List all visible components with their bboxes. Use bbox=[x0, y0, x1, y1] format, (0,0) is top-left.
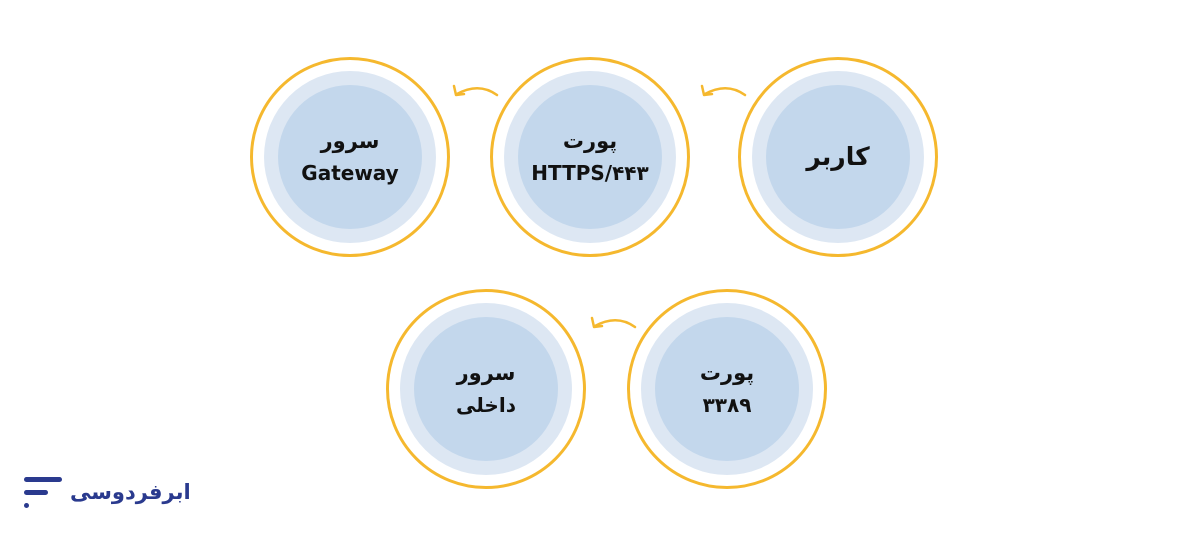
node-ring: پورت ۳۳۸۹ bbox=[641, 303, 813, 475]
internal-node-title: سرور bbox=[456, 361, 516, 386]
node-core: سرور داخلی bbox=[414, 317, 558, 461]
rdp-node-subtitle: ۳۳۸۹ bbox=[702, 392, 752, 417]
node-core: کاربر bbox=[766, 85, 910, 229]
gateway-node-title: سرور bbox=[320, 129, 380, 154]
node-core: پورت HTTPS/۴۴۳ bbox=[518, 85, 662, 229]
brand-name: ابرفردوسی bbox=[70, 480, 191, 504]
https-port-node: پورت HTTPS/۴۴۳ bbox=[490, 57, 690, 257]
arrow-user-to-https bbox=[700, 84, 747, 97]
user-node: کاربر bbox=[738, 57, 938, 257]
arrow-rdp-to-internal bbox=[590, 316, 637, 329]
node-ring: پورت HTTPS/۴۴۳ bbox=[504, 71, 676, 243]
user-node-title: کاربر bbox=[806, 141, 870, 171]
node-ring: کاربر bbox=[752, 71, 924, 243]
node-ring: سرور Gateway bbox=[264, 71, 436, 243]
rdp-node-title: پورت bbox=[699, 361, 755, 386]
gateway-node-subtitle: Gateway bbox=[301, 160, 399, 185]
logo-mark-icon bbox=[24, 477, 62, 508]
https-node-subtitle: HTTPS/۴۴۳ bbox=[531, 160, 649, 185]
arrow-https-to-gateway bbox=[452, 84, 499, 97]
brand-logo: ابرفردوسی bbox=[24, 474, 191, 514]
gateway-server-node: سرور Gateway bbox=[250, 57, 450, 257]
node-core: پورت ۳۳۸۹ bbox=[655, 317, 799, 461]
rdp-port-node: پورت ۳۳۸۹ bbox=[627, 289, 827, 489]
node-ring: سرور داخلی bbox=[400, 303, 572, 475]
internal-server-node: سرور داخلی bbox=[386, 289, 586, 489]
internal-node-subtitle: داخلی bbox=[456, 392, 516, 417]
node-core: سرور Gateway bbox=[278, 85, 422, 229]
https-node-title: پورت bbox=[562, 129, 618, 154]
